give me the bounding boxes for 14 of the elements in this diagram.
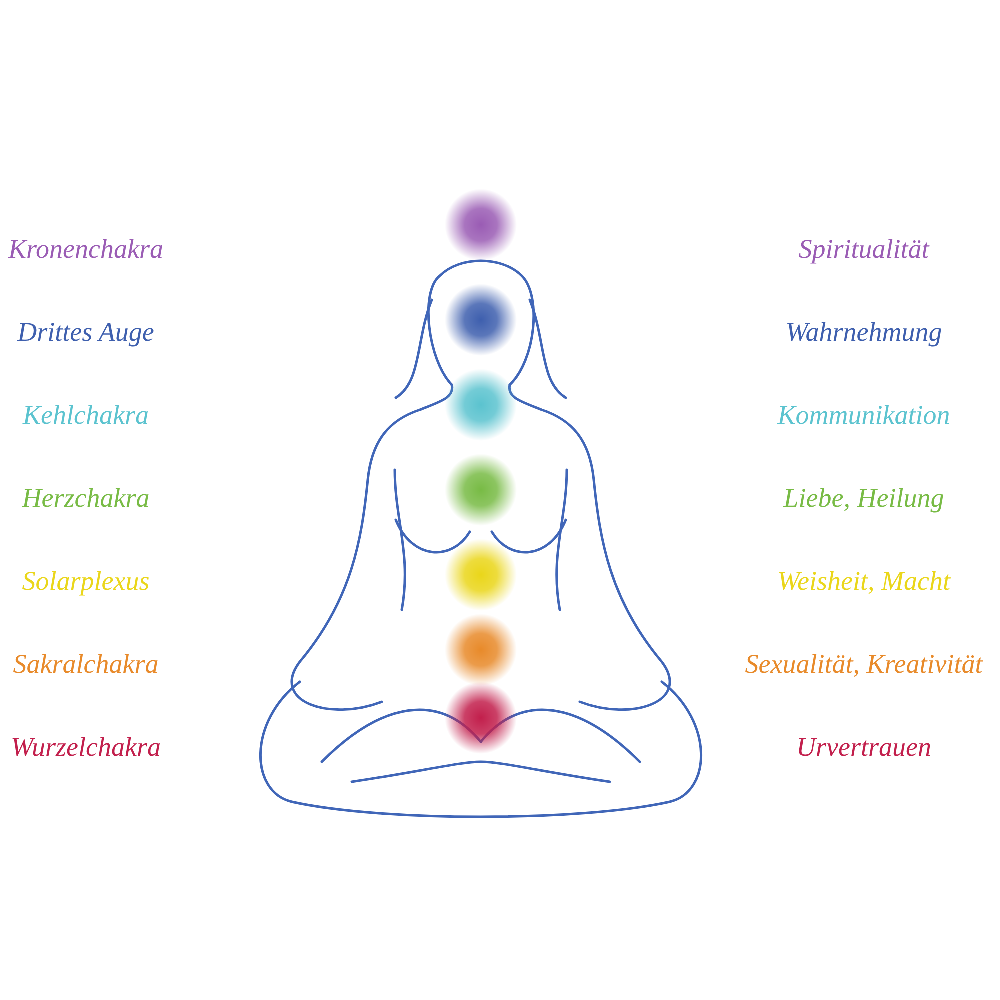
chakra-name-label: Sakralchakra bbox=[13, 650, 159, 680]
chakra-name-label: Wurzelchakra bbox=[11, 733, 161, 763]
chakra-name-label: Kehlchakra bbox=[23, 401, 149, 431]
chakra-name-label: Drittes Auge bbox=[18, 318, 154, 348]
meaning-label: Kommunikation bbox=[778, 401, 950, 431]
chakra-name-label: Kronenchakra bbox=[8, 235, 164, 265]
meaning-label: Sexualität, Kreativität bbox=[745, 650, 983, 680]
meaning-label: Liebe, Heilung bbox=[784, 484, 944, 514]
meaning-label: Weisheit, Macht bbox=[778, 567, 950, 597]
chakra-name-label: Solarplexus bbox=[22, 567, 150, 597]
meaning-label: Wahrnehmung bbox=[786, 318, 942, 348]
chakra-name-label: Herzchakra bbox=[22, 484, 150, 514]
meaning-label: Spiritualität bbox=[798, 235, 930, 265]
meaning-label: Urvertrauen bbox=[796, 733, 932, 763]
